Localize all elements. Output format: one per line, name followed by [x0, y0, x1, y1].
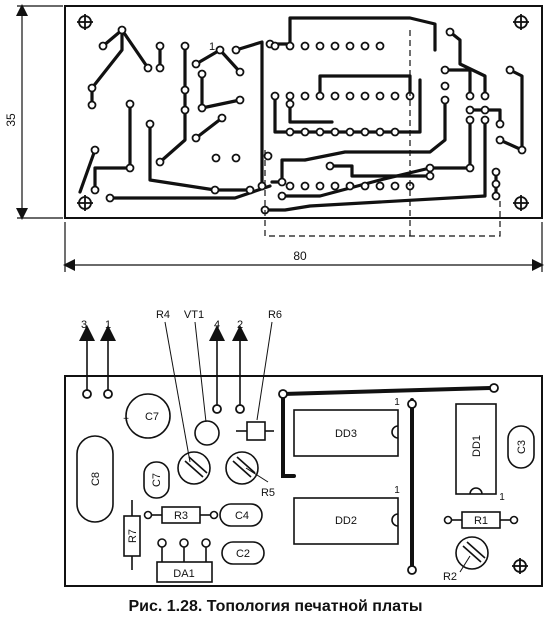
figure-caption: Рис. 1.28. Топология печатной платы — [128, 598, 423, 615]
DD3-pin1-marker: 1 — [394, 397, 400, 408]
DD3-label: DD3 — [335, 428, 357, 440]
R6-resistor — [246, 421, 266, 441]
DA1-regulator — [156, 561, 213, 583]
R2-label: R2 — [443, 571, 457, 583]
R1-label: R1 — [474, 515, 488, 527]
component-board-outline — [64, 375, 543, 587]
component-mounting-hole — [512, 558, 528, 574]
jumper-pads — [278, 383, 499, 575]
C8-label: C8 — [90, 472, 102, 486]
C4-capacitor — [219, 503, 263, 527]
C2-capacitor — [221, 541, 265, 565]
DD3-notch — [391, 425, 399, 439]
DD2-label: DD2 — [335, 515, 357, 527]
DD2-notch — [391, 513, 399, 527]
terminal-4-label: 4 — [214, 319, 220, 331]
DD2-chip — [293, 497, 399, 545]
pcb-trace-layout: 1 — [64, 5, 543, 237]
DA1-pins — [157, 538, 211, 562]
R5-trimmer — [225, 451, 259, 485]
R6-label: R6 — [268, 309, 282, 321]
C7-electrolytic-capacitor — [125, 393, 171, 439]
C7-polarity-mark: + — [123, 414, 129, 425]
VT1-label: VT1 — [184, 309, 204, 321]
R2-trimmer — [455, 536, 489, 570]
terminal-3-label: 3 — [81, 319, 87, 331]
R5-label: R5 — [261, 487, 275, 499]
R4-trimmer — [177, 451, 211, 485]
height-dimension — [16, 3, 63, 220]
DD1-pin1-marker: 1 — [499, 492, 505, 503]
ic-pad-rows — [270, 41, 415, 191]
R1-resistor — [461, 511, 501, 529]
DD1-chip — [455, 403, 497, 495]
dashed-board-outline — [264, 150, 501, 237]
C7-small-label: C7 — [151, 473, 163, 487]
C3-capacitor — [507, 425, 535, 469]
DD1-label: DD1 — [471, 435, 483, 457]
VT1-transistor — [194, 420, 220, 446]
DD1-notch — [469, 487, 483, 495]
C7-label: C7 — [145, 411, 159, 423]
R3-label: R3 — [174, 510, 188, 522]
R7-label: R7 — [127, 529, 139, 543]
component-placement: 3 1 4 2 R4 VT1 R6 + C7 C8 — [64, 309, 543, 587]
C7-small-capacitor — [143, 461, 170, 499]
R7-resistor — [123, 515, 141, 557]
width-dimension — [63, 222, 544, 272]
C4-label: C4 — [235, 510, 249, 522]
terminal-pads — [82, 389, 245, 414]
C8-capacitor — [76, 435, 114, 523]
terminal-1-label: 1 — [105, 319, 111, 331]
top-board-pin1-marker: 1 — [209, 41, 215, 53]
C2-label: C2 — [236, 548, 250, 560]
jumper-wires — [281, 386, 492, 572]
C3-label: C3 — [516, 440, 528, 454]
R3-resistor — [161, 506, 201, 524]
DD3-chip — [293, 409, 399, 457]
R4-label: R4 — [156, 309, 170, 321]
DD2-pin1-marker: 1 — [394, 485, 400, 496]
terminal-2-label: 2 — [237, 319, 243, 331]
pcb-board-outline — [64, 5, 543, 219]
mounting-holes — [77, 14, 529, 211]
DA1-label: DA1 — [173, 568, 194, 580]
leader-lines — [164, 321, 471, 573]
width-dimension-label: 80 — [293, 249, 307, 263]
terminal-arrows — [79, 325, 248, 405]
height-dimension-label: 35 — [4, 113, 18, 127]
